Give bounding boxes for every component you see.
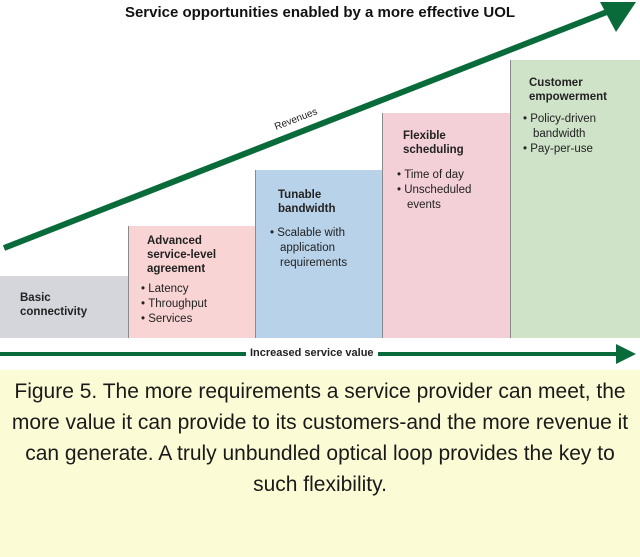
value-axis-label: Increased service value — [246, 347, 378, 359]
step-title: Advanced service-level agreement — [147, 235, 217, 275]
diagram-heading: Service opportunities enabled by a more … — [124, 4, 516, 21]
bullet-item: Time of day — [397, 168, 505, 183]
bullet-item: Pay-per-use — [523, 142, 635, 157]
step-advanced-sla: Advanced service-level agreement Latency… — [128, 226, 255, 338]
bullet-item: Latency — [141, 282, 249, 297]
value-axis-arrow-head — [616, 344, 636, 364]
bullet-item: Services — [141, 312, 249, 327]
step-title: Tunable bandwidth — [278, 189, 336, 215]
step-flexible-scheduling: Flexible scheduling Time of day Unschedu… — [382, 113, 510, 338]
revenue-arrow-head — [600, 2, 636, 32]
step-bullets: Time of day Unscheduled events — [397, 168, 505, 213]
step-title: Customer empowerment — [529, 77, 607, 103]
arrows-layer: Revenues — [0, 2, 636, 364]
step-title: Basic connectivity — [20, 292, 88, 318]
step-bullets: Scalable with application requirements — [270, 226, 376, 271]
step-basic-connectivity: Basic connectivity — [0, 276, 128, 338]
bullet-item: Unscheduled events — [397, 183, 505, 213]
step-customer-empowerment: Customer empowerment Policy-driven bandw… — [510, 60, 640, 338]
bullet-item: Throughput — [141, 297, 249, 312]
step-bullets: Policy-driven bandwidth Pay-per-use — [523, 112, 635, 157]
step-bullets: Latency Throughput Services — [141, 282, 249, 327]
step-tunable-bandwidth: Tunable bandwidth Scalable with applicat… — [255, 170, 382, 338]
figure-caption: Figure 5. The more requirements a servic… — [0, 370, 640, 557]
bullet-item: Scalable with application requirements — [270, 226, 376, 271]
step-title: Flexible scheduling — [403, 130, 464, 156]
bullet-item: Policy-driven bandwidth — [523, 112, 635, 142]
revenue-arrow-line — [2, 7, 614, 251]
